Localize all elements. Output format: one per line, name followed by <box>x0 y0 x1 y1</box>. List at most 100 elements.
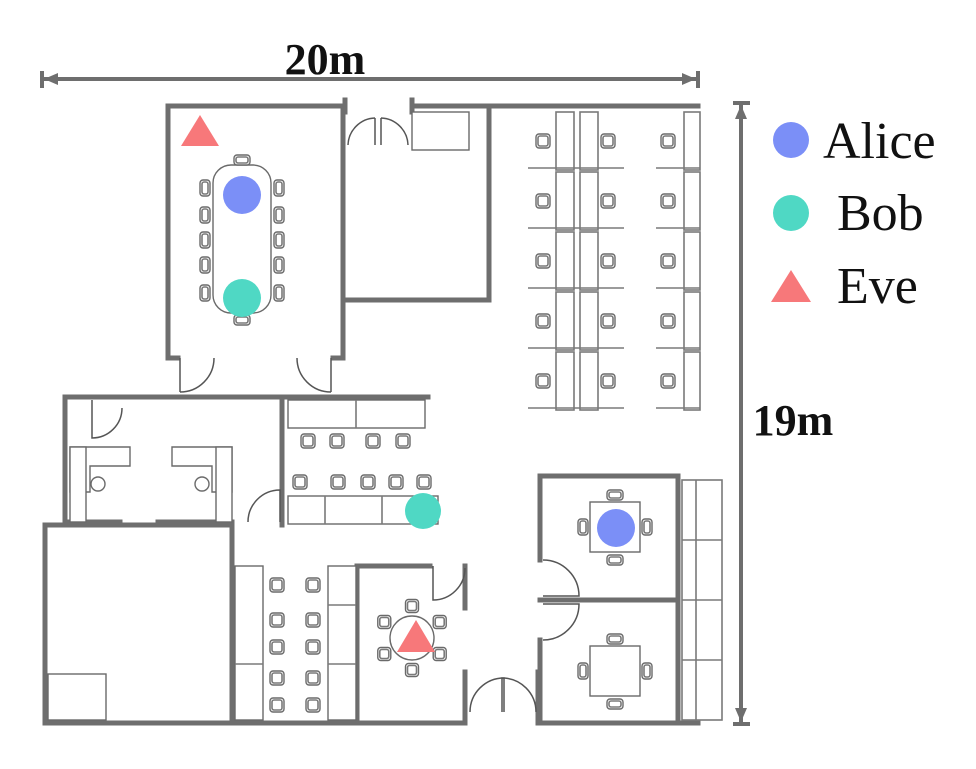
eve-legend-icon <box>771 270 811 302</box>
chair <box>330 474 346 490</box>
chair <box>416 474 432 490</box>
chair <box>577 518 589 536</box>
chair <box>600 313 616 329</box>
chair <box>577 662 589 680</box>
chair <box>535 253 551 269</box>
walls <box>42 97 701 726</box>
chair <box>365 433 381 449</box>
workstations <box>528 111 701 411</box>
chair <box>300 433 316 449</box>
width-label: 20m <box>285 35 366 84</box>
chair <box>273 231 285 249</box>
doors <box>91 117 580 713</box>
desk-partition <box>683 231 701 291</box>
bob-marker <box>405 493 441 529</box>
height-label: 19m <box>753 396 834 445</box>
chair <box>199 284 211 302</box>
chair <box>600 373 616 389</box>
chair <box>360 474 376 490</box>
chair <box>535 133 551 149</box>
desk-partition <box>683 351 701 411</box>
chair <box>388 474 404 490</box>
cabinet <box>411 111 470 151</box>
chair <box>600 193 616 209</box>
chair <box>269 639 285 655</box>
chair <box>199 206 211 224</box>
training-room <box>234 565 357 721</box>
legend-bob-label: Bob <box>837 185 924 242</box>
desk-partition <box>555 291 575 351</box>
chair <box>404 662 420 678</box>
chair <box>305 639 321 655</box>
chair <box>535 313 551 329</box>
chair <box>606 698 624 710</box>
alice-marker <box>597 509 635 547</box>
kitchen-chairs <box>292 433 432 490</box>
chair <box>377 614 392 630</box>
alice-marker <box>223 176 261 214</box>
chair <box>269 577 285 593</box>
bob-marker <box>223 279 261 317</box>
desk-partition <box>555 231 575 291</box>
chair <box>535 193 551 209</box>
right-cubicles <box>681 479 723 721</box>
alice-legend-icon <box>773 122 809 158</box>
chair <box>269 697 285 713</box>
chair <box>305 697 321 713</box>
chair <box>660 133 676 149</box>
chair <box>233 154 251 166</box>
legend: Alice Bob Eve <box>771 113 936 315</box>
chair <box>660 193 676 209</box>
chair <box>641 662 653 680</box>
desk-partition <box>579 171 599 231</box>
chair <box>600 253 616 269</box>
chair <box>432 646 447 662</box>
chair <box>606 633 624 645</box>
training-chairs <box>269 577 321 713</box>
desk-partition <box>579 291 599 351</box>
chair <box>273 206 285 224</box>
chair <box>660 373 676 389</box>
person-markers <box>181 115 635 652</box>
desk-partition <box>683 111 701 171</box>
storage-box <box>47 673 107 721</box>
desk-partition <box>579 351 599 411</box>
chair <box>377 646 392 662</box>
chair <box>660 253 676 269</box>
desk-partition <box>683 291 701 351</box>
conference-chairs <box>199 154 285 326</box>
width-dimension: 20m <box>40 35 700 88</box>
chair <box>641 518 653 536</box>
chair <box>329 433 345 449</box>
chair <box>606 554 624 566</box>
left-offices <box>69 446 233 523</box>
chair <box>432 614 447 630</box>
chair <box>273 256 285 274</box>
chair <box>273 179 285 197</box>
chair <box>395 433 411 449</box>
chair <box>535 373 551 389</box>
chair <box>305 612 321 628</box>
chair <box>199 231 211 249</box>
chair <box>292 474 308 490</box>
bob-legend-icon <box>773 195 809 231</box>
desk-partition <box>555 351 575 411</box>
chair <box>269 670 285 686</box>
desk-partition <box>555 171 575 231</box>
height-dimension: 19m <box>733 101 834 726</box>
chair <box>660 313 676 329</box>
chair <box>273 284 285 302</box>
eve-marker <box>181 115 219 146</box>
legend-eve-label: Eve <box>837 258 918 315</box>
meeting-chairs <box>577 489 653 710</box>
legend-alice-label: Alice <box>823 113 936 170</box>
chair <box>305 670 321 686</box>
desk-partition <box>555 111 575 171</box>
chair <box>199 256 211 274</box>
chair <box>305 577 321 593</box>
desk-partition <box>683 171 701 231</box>
chair <box>606 489 624 501</box>
desk-partition <box>579 111 599 171</box>
chair <box>199 179 211 197</box>
